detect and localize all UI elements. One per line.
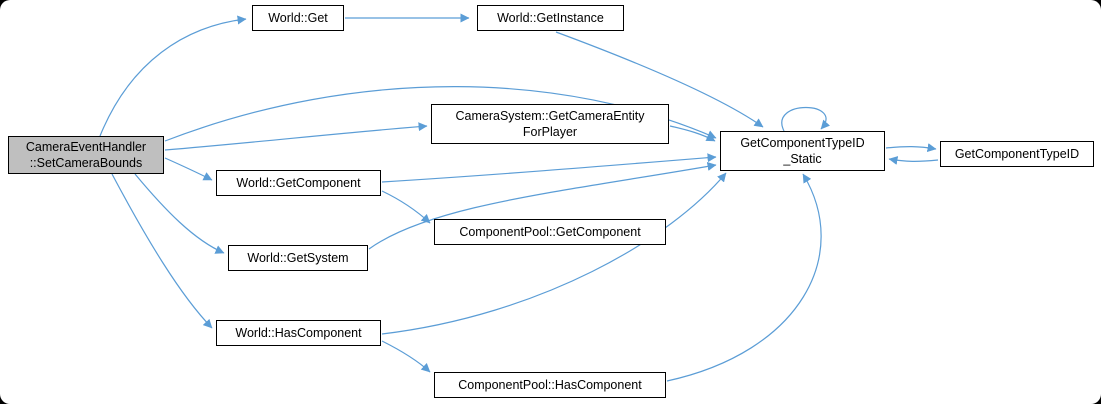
edge-world-get-component-to-component-pool-get-component [381, 190, 431, 224]
node-component-pool-get-component[interactable]: ComponentPool::GetComponent [434, 219, 666, 245]
node-world-get-component-label: World::GetComponent [236, 175, 361, 190]
edge-world-get-instance-to-get-component-type-id-static [555, 31, 764, 128]
edge-set-camera-bounds-to-world-get-system [134, 173, 225, 254]
edge-set-camera-bounds-to-world-has-component [111, 173, 213, 329]
node-get-camera-entity-for-player[interactable]: CameraSystem::GetCameraEntity ForPlayer [431, 104, 669, 144]
node-world-get-instance[interactable]: World::GetInstance [477, 5, 624, 31]
node-world-has-component-label: World::HasComponent [235, 325, 362, 340]
edge-component-pool-has-component-to-get-component-type-id-static [666, 173, 822, 382]
edge-set-camera-bounds-to-world-get [99, 15, 247, 137]
node-world-get-system-label: World::GetSystem [247, 250, 349, 265]
node-world-get-instance-label: World::GetInstance [497, 10, 604, 25]
edge-get-camera-entity-for-player-to-get-component-type-id-static [669, 125, 716, 142]
edge-world-get-system-to-get-component-type-id-static [368, 162, 717, 250]
edge-get-component-type-id-static-self-loop [781, 107, 831, 132]
edge-set-camera-bounds-to-get-camera-entity-for-player [164, 122, 428, 151]
node-component-pool-has-component[interactable]: ComponentPool::HasComponent [434, 372, 666, 398]
edge-world-has-component-to-get-component-type-id-static [381, 172, 727, 335]
node-world-get-component[interactable]: World::GetComponent [216, 170, 381, 196]
edge-get-component-type-id-to-get-component-type-id-static [888, 156, 939, 165]
node-world-has-component[interactable]: World::HasComponent [216, 320, 381, 346]
node-component-pool-get-component-label: ComponentPool::GetComponent [459, 224, 641, 239]
node-set-camera-bounds-label: CameraEventHandler ::SetCameraBounds [25, 139, 147, 170]
node-set-camera-bounds: CameraEventHandler ::SetCameraBounds [8, 136, 164, 174]
edge-get-component-type-id-static-to-get-component-type-id [885, 143, 937, 153]
edge-world-get-component-to-get-component-type-id-static [381, 153, 717, 183]
edge-world-has-component-to-component-pool-has-component [381, 340, 431, 373]
node-get-component-type-id-static[interactable]: GetComponentTypeID _Static [720, 131, 885, 171]
node-component-pool-has-component-label: ComponentPool::HasComponent [458, 377, 642, 392]
node-get-component-type-id-static-label: GetComponentTypeID _Static [740, 135, 865, 166]
edge-set-camera-bounds-to-world-get-component [164, 157, 213, 181]
node-world-get-system[interactable]: World::GetSystem [228, 245, 368, 271]
node-get-component-type-id[interactable]: GetComponentTypeID [940, 141, 1094, 167]
node-get-camera-entity-for-player-label: CameraSystem::GetCameraEntity ForPlayer [455, 108, 645, 139]
node-world-get[interactable]: World::Get [252, 5, 344, 31]
node-world-get-label: World::Get [268, 10, 328, 25]
node-get-component-type-id-label: GetComponentTypeID [954, 146, 1080, 161]
